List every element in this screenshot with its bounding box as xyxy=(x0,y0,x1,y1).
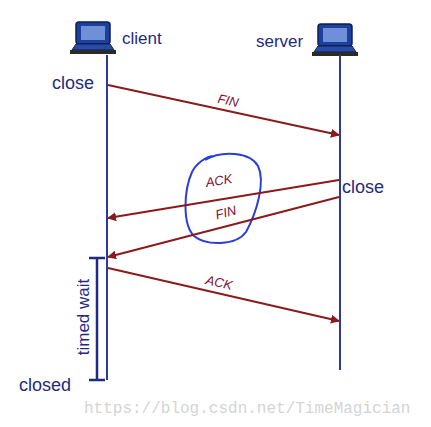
highlight-circle xyxy=(186,154,261,243)
message-label: FIN xyxy=(216,92,239,110)
message-label: ACK xyxy=(204,274,233,294)
computer-icon xyxy=(70,22,116,54)
timeline: client xyxy=(106,55,108,380)
host-name: server xyxy=(256,32,303,52)
watermark: https://blog.csdn.net/TimeMagician xyxy=(84,399,410,419)
state-label: close xyxy=(342,177,384,197)
message-label: FIN xyxy=(214,204,238,223)
timeline: server xyxy=(339,55,341,370)
message-arrow xyxy=(108,268,339,321)
message-label: ACK xyxy=(205,172,234,190)
state-label: closed xyxy=(19,375,71,395)
host-name: client xyxy=(122,29,162,49)
message-arrow xyxy=(108,197,339,257)
timer-label: timed wait xyxy=(74,279,94,356)
computer-icon xyxy=(312,24,358,56)
state-label: close xyxy=(52,73,94,93)
message-arrow xyxy=(108,85,339,135)
